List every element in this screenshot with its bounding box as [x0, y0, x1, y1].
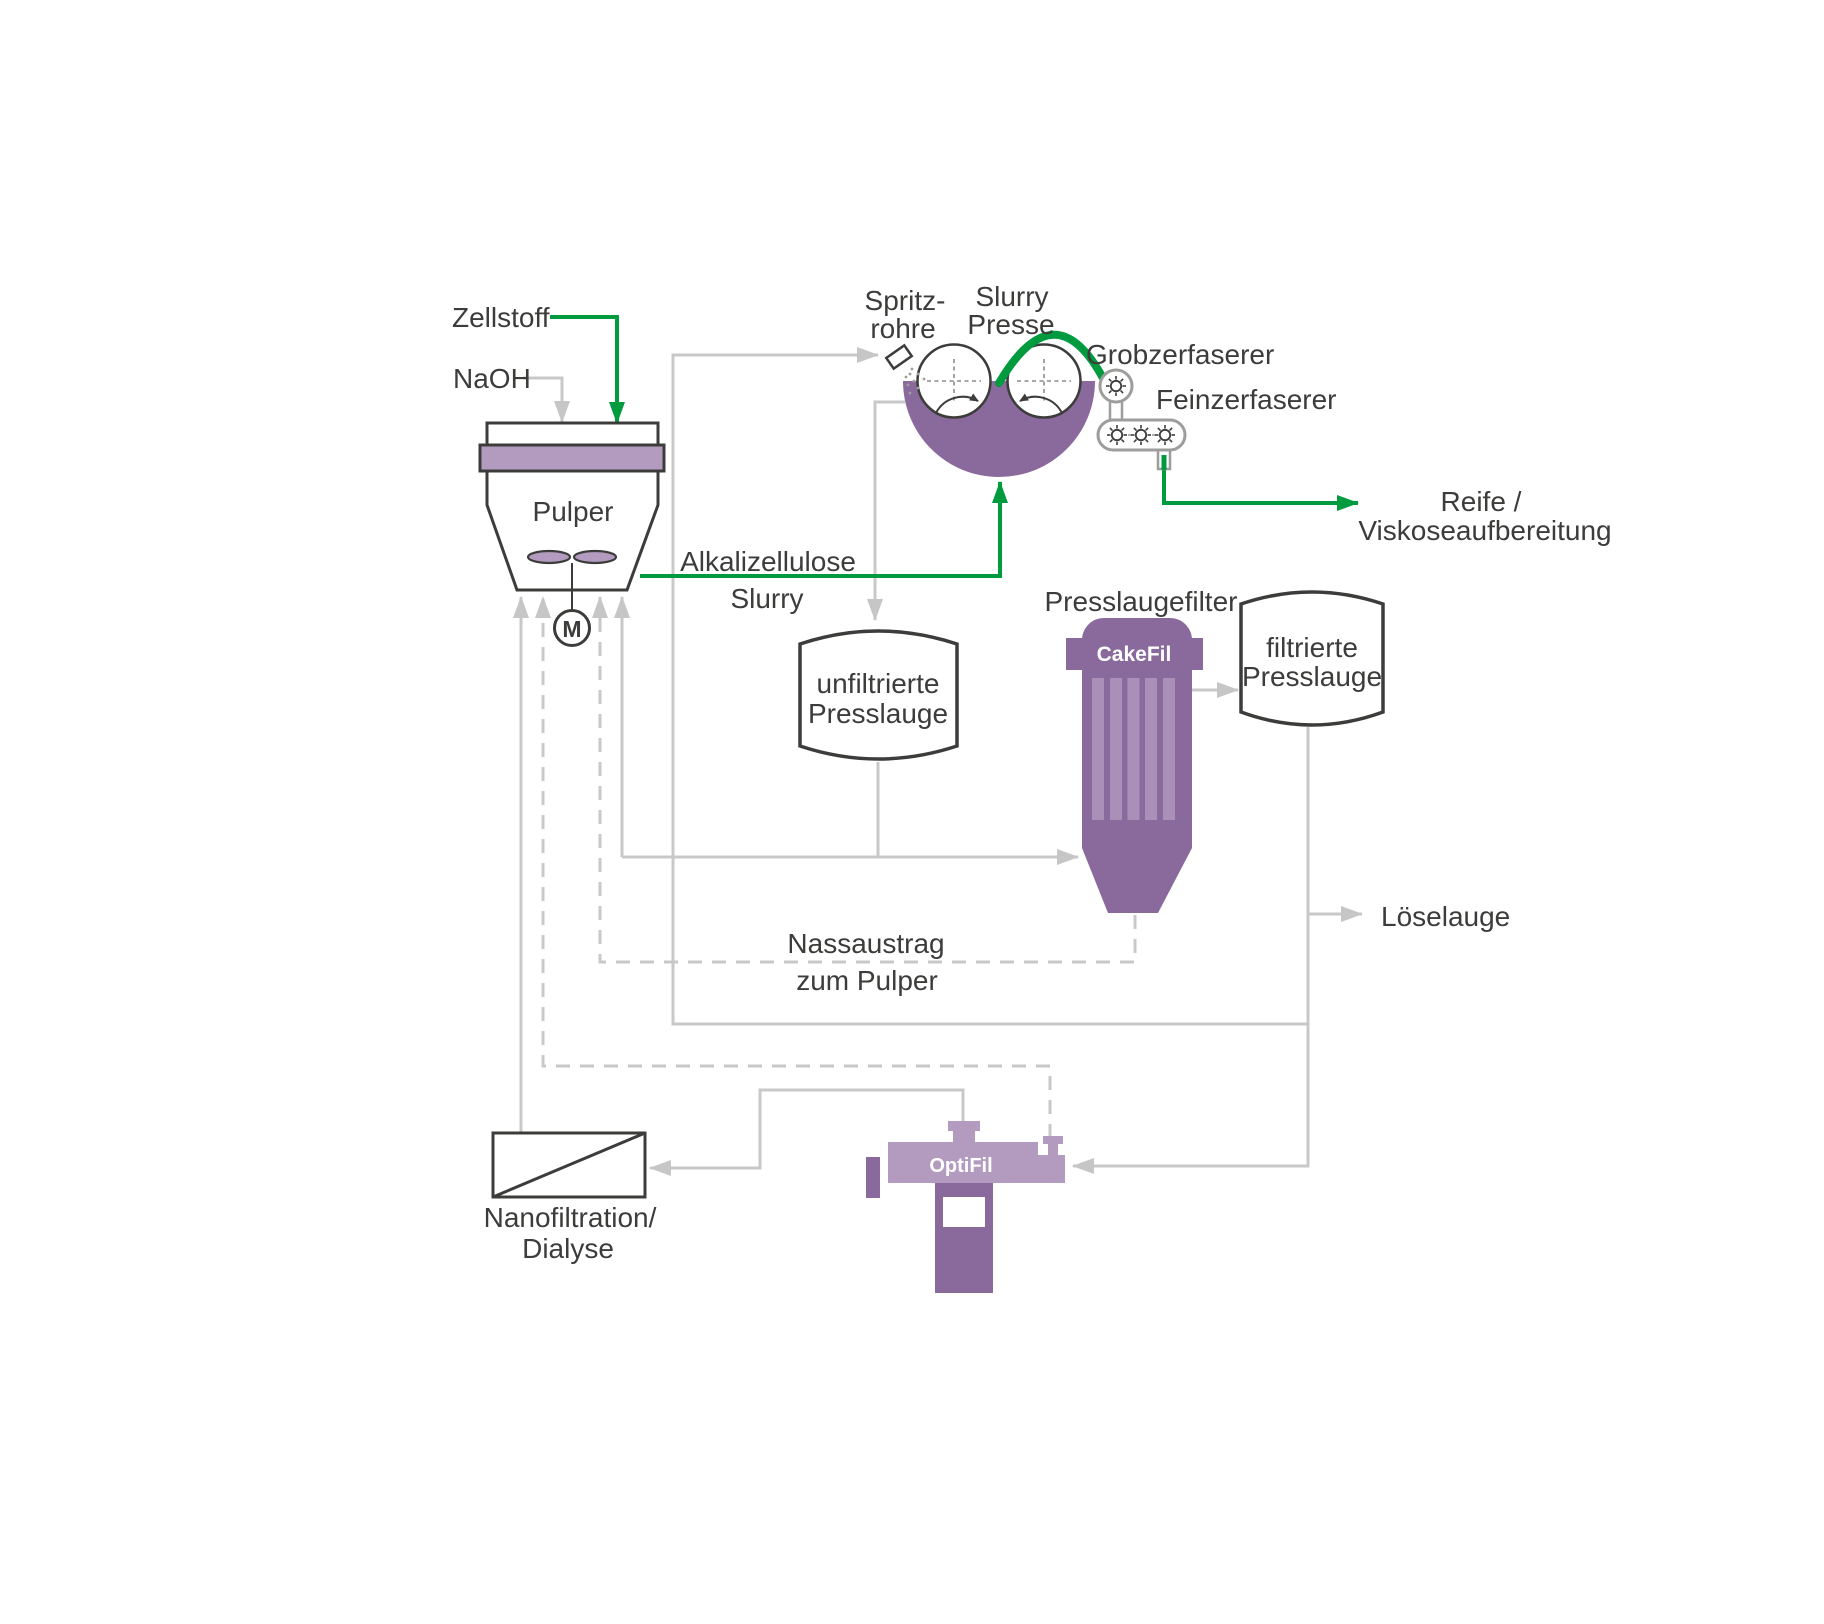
label-naoh: NaOH: [453, 363, 531, 394]
optifil-left-tab: [866, 1157, 880, 1198]
label-alkalizellulose-line2: Slurry: [730, 583, 803, 614]
pipe-zellstoff-feed: [550, 315, 625, 424]
label-alkalizellulose-line1: Alkalizellulose: [680, 546, 856, 577]
unfiltrierte-presslauge-tank: unfiltrierte Presslauge: [798, 629, 959, 761]
green-web-over-roller: [995, 330, 1108, 387]
label-spritzrohre-line2: rohre: [870, 313, 935, 344]
tank-label-line1: unfiltrierte: [817, 668, 940, 699]
motor-label: M: [562, 616, 581, 642]
pipe-to-reife: [1162, 452, 1359, 511]
feinzerfaserer-gear-icon-3: [1154, 424, 1176, 446]
tank-label-line2: Presslauge: [1242, 661, 1382, 692]
rotation-arrow-left-roller: [935, 393, 979, 414]
pipe-network-dashed: [535, 596, 1137, 1138]
tank-shape: [1239, 590, 1385, 727]
cakefil-filter: CakeFil: [1066, 618, 1203, 913]
spritzrohre-nozzle-icon: [884, 343, 926, 395]
label-nassaustrag-line2: zum Pulper: [796, 965, 938, 996]
pipe-network-gray: [513, 347, 1363, 1176]
optifil-filter: OptiFil: [866, 1121, 1065, 1293]
impeller-blade-left: [526, 549, 572, 565]
membrane-diagonal: [492, 1131, 646, 1199]
optifil-top-nub-stem: [953, 1128, 975, 1144]
diagram-labels: Zellstoff NaOH Spritz- rohre Slurry Pres…: [452, 281, 1612, 1264]
zerfaserer-assembly: [1096, 368, 1187, 471]
nanofiltration-unit: [491, 1131, 647, 1199]
cakefil-cone: [1082, 848, 1192, 913]
label-spritzrohre-line1: Spritz-: [865, 285, 946, 316]
rotation-arrow-right-roller: [1019, 393, 1063, 414]
optifil-body: [888, 1142, 1038, 1183]
optifil-right-nub-cap: [1043, 1136, 1063, 1144]
tank-label-line1: filtrierte: [1266, 632, 1358, 663]
optifil-window: [943, 1197, 985, 1227]
label-slurry-presse-line2: Presse: [967, 309, 1054, 340]
pulper-vessel: M Pulper: [478, 421, 666, 647]
label-nanofiltration-line1: Nanofiltration/: [484, 1202, 657, 1233]
spray-dots: [904, 367, 926, 395]
tank-shape: [798, 629, 959, 761]
feinzerfaserer-gear-icon-2: [1130, 424, 1152, 446]
pipe-alkalizellulose-slurry: [640, 481, 1008, 578]
label-reife-line2: Viskoseaufbereitung: [1358, 515, 1611, 546]
slurry-presse: [884, 330, 1108, 477]
label-nanofiltration-line2: Dialyse: [522, 1233, 614, 1264]
roller-center-crosses: [927, 359, 1071, 403]
label-grobzerfaserer: Grobzerfaserer: [1086, 339, 1274, 370]
cakefil-label: CakeFil: [1097, 643, 1172, 666]
pipe-dashed-optifil-to-pulper: [535, 596, 1052, 1138]
pulper-label: Pulper: [533, 496, 614, 527]
label-loeselauge: Löselauge: [1381, 901, 1510, 932]
cakefil-filter-candles: [1092, 678, 1175, 820]
label-reife-line1: Reife /: [1441, 486, 1522, 517]
impeller-blade-right: [572, 549, 618, 565]
pipe-optifil-to-nanofiltration: [649, 1088, 965, 1176]
pipe-filtrate-to-spritzrohre: [671, 347, 1308, 1026]
feinzerfaserer-gear-icon-1: [1106, 424, 1128, 446]
pipe-filtrierte-tank-to-optifil: [1072, 727, 1310, 1174]
pulper-top-rim: [485, 421, 660, 449]
pipe-naoh-to-pulper: [523, 376, 570, 423]
label-nassaustrag-line1: Nassaustrag: [787, 928, 944, 959]
label-slurry-presse-line1: Slurry: [975, 281, 1048, 312]
pulper-lid-band: [478, 443, 666, 473]
pipe-presse-to-unfiltrierte-tank: [867, 400, 905, 621]
optifil-top-nub-cap: [948, 1121, 980, 1131]
tank-label-line2: Presslauge: [808, 698, 948, 729]
label-zellstoff: Zellstoff: [452, 302, 550, 333]
optifil-right-extension: [1038, 1155, 1065, 1183]
label-presslaugefilter: Presslaugefilter: [1045, 586, 1238, 617]
pipe-dashed-nassaustrag-to-pulper: [592, 596, 1137, 964]
motor-icon: [553, 609, 591, 647]
optifil-label: OptiFil: [929, 1155, 992, 1177]
grobzerfaserer-gear-icon: [1105, 375, 1127, 397]
filtrierte-presslauge-tank: filtrierte Presslauge: [1239, 590, 1385, 727]
optifil-right-nub-stem: [1048, 1142, 1058, 1157]
label-feinzerfaserer: Feinzerfaserer: [1156, 384, 1337, 415]
